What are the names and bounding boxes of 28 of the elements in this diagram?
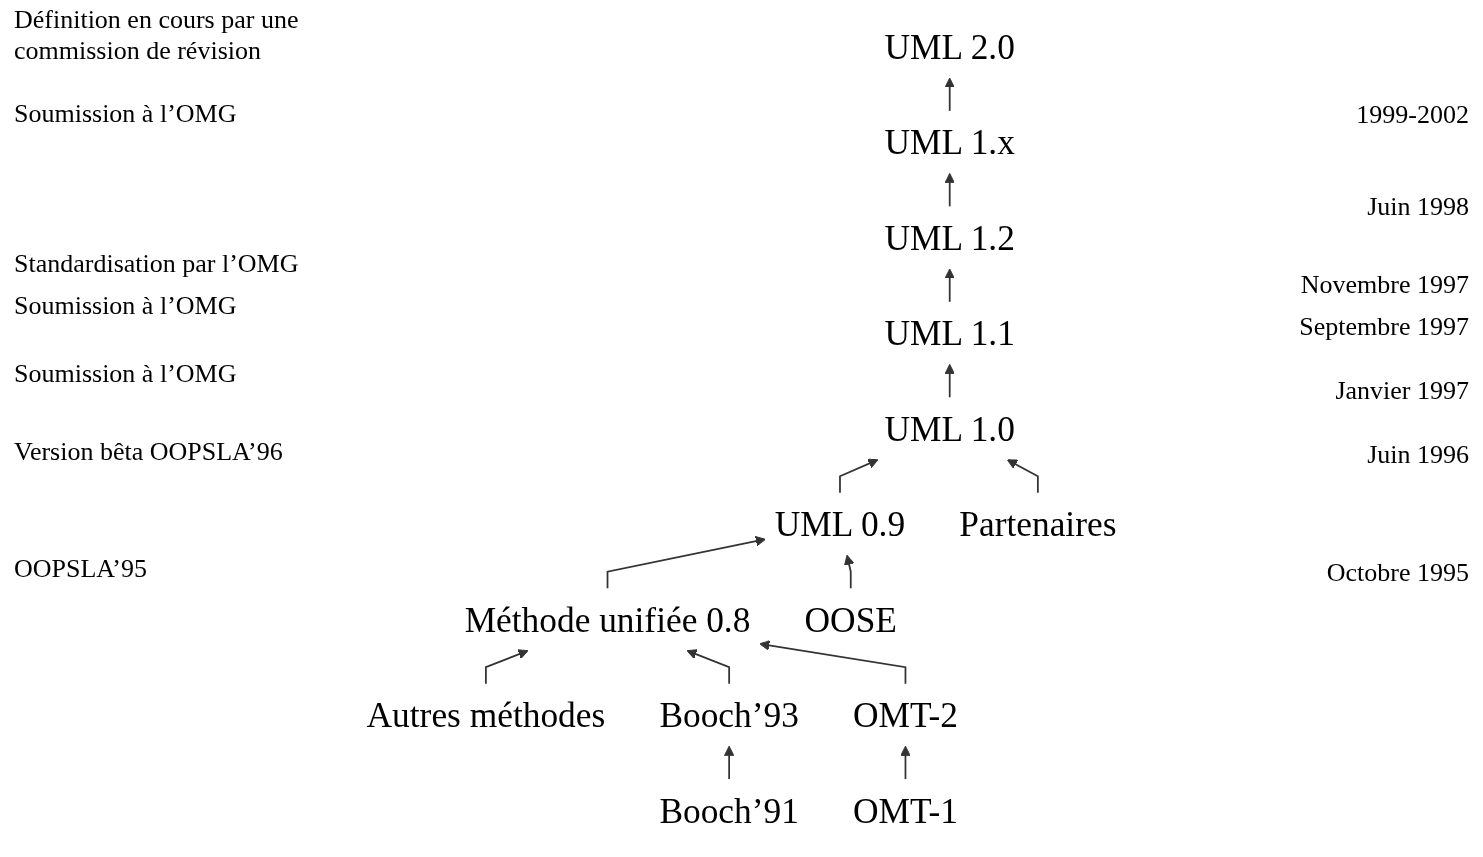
timeline-note: Juin 1996: [1366, 440, 1469, 470]
timeline-note: Septembre 1997: [1298, 312, 1469, 342]
version-label: OOSE: [804, 599, 897, 639]
timeline-note: Standardisation par l’OMG: [14, 248, 300, 280]
version-label: Booch’93: [659, 695, 799, 735]
timeline-note: Novembre 1997: [1299, 270, 1469, 300]
version-label: OMT-1: [853, 790, 958, 830]
timeline-note: Soumission à l’OMG: [14, 290, 238, 322]
timeline-note: Janvier 1997: [1334, 376, 1469, 406]
version-label: Booch’91: [659, 790, 799, 830]
timeline-note: Soumission à l’OMG: [14, 98, 238, 130]
version-label: UML 0.9: [774, 504, 906, 544]
version-label: Partenaires: [959, 504, 1117, 544]
version-label: UML 1.x: [884, 122, 1015, 162]
version-label: Autres méthodes: [366, 695, 606, 735]
timeline-note: 1999-2002: [1355, 100, 1469, 130]
version-label: UML 2.0: [884, 27, 1015, 67]
version-label: OMT-2: [853, 695, 958, 735]
timeline-note: Soumission à l’OMG: [14, 358, 238, 390]
version-label: UML 1.1: [884, 313, 1015, 353]
version-label: UML 1.0: [884, 409, 1015, 448]
timeline-note: Octobre 1995: [1325, 558, 1469, 588]
version-label: UML 1.2: [884, 218, 1015, 258]
timeline-note: Version bêta OOPSLA’96: [14, 436, 284, 468]
timeline-note: Définition en cours par une commission de révision: [14, 4, 300, 67]
timeline-note: OOPSLA’95: [14, 553, 148, 585]
timeline-note: Juin 1998: [1366, 192, 1469, 222]
version-label: Méthode unifiée 0.8: [464, 599, 751, 639]
